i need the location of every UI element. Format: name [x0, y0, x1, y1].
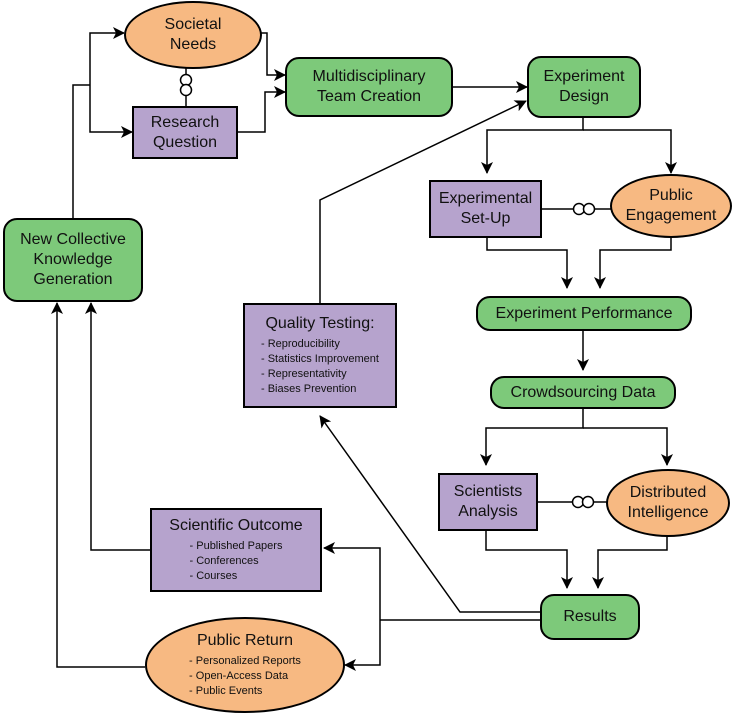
- distributed-intelligence-node: Distributed Intelligence: [606, 469, 730, 537]
- experiment-design-node: Experiment Design: [527, 56, 641, 118]
- societal-needs-label: Societal Needs: [164, 16, 222, 53]
- arrow-crowd-split-left: [480, 408, 584, 466]
- scientists-analysis-node: Scientists Analysis: [438, 473, 538, 531]
- arrow-outcome-to-knowledge: [85, 302, 150, 551]
- arrow-analysis-to-results: [485, 530, 573, 589]
- experimental-setup-node: Experimental Set-Up: [429, 180, 542, 238]
- arrow-results-to-outcome: [323, 542, 381, 620]
- scientific-outcome-item: - Courses: [189, 570, 238, 582]
- quality-testing-title: Quality Testing:: [265, 315, 375, 332]
- results-node: Results: [540, 594, 640, 640]
- connector-knowledge-up: [72, 84, 90, 218]
- experimental-setup-label: Experimental Set-Up: [438, 190, 533, 227]
- scientific-outcome-item: - Conferences: [189, 555, 259, 567]
- results-label: Results: [563, 608, 617, 625]
- arrow-public-return-to-knowledge: [51, 302, 145, 668]
- team-creation-node: Multidisciplinary Team Creation: [285, 57, 453, 117]
- team-creation-label: Multidisciplinary Team Creation: [312, 68, 426, 105]
- arrow-setup-to-performance: [486, 238, 573, 289]
- coupling-ring: [582, 202, 596, 216]
- arrow-question-to-team: [238, 86, 286, 133]
- public-return-title: Public Return: [196, 632, 294, 649]
- public-return-item: - Personalized Reports: [189, 655, 301, 667]
- arrow-quality-to-design: [319, 100, 527, 303]
- arrow-results-to-public-return: [344, 620, 381, 671]
- crowdsourcing-data-node: Crowdsourcing Data: [490, 376, 676, 409]
- coupling-ring: [581, 495, 595, 509]
- distributed-intelligence-label: Distributed Intelligence: [627, 484, 709, 521]
- arrow-to-research-question: [89, 85, 133, 138]
- public-return-list: - Personalized Reports - Open-Access Dat…: [189, 654, 301, 699]
- crowdsourcing-data-label: Crowdsourcing Data: [510, 383, 656, 401]
- public-return-item: - Open-Access Data: [189, 670, 289, 682]
- arrow-results-to-quality: [319, 415, 540, 613]
- research-question-node: Research Question: [132, 106, 238, 159]
- arrow-design-split-right: [583, 129, 677, 174]
- public-return-item: - Public Events: [189, 685, 263, 697]
- new-knowledge-label: New Collective Knowledge Generation: [20, 231, 126, 288]
- quality-testing-list: - Reproducibility - Statistics Improveme…: [261, 337, 379, 397]
- public-return-node: Public Return - Personalized Reports - O…: [145, 617, 345, 713]
- arrow-to-societal-needs: [89, 27, 125, 85]
- arrow-intelligence-to-results: [592, 535, 668, 589]
- arrow-crowd-split-right: [583, 427, 673, 466]
- experiment-performance-label: Experiment Performance: [495, 304, 673, 322]
- scientific-outcome-node: Scientific Outcome - Published Papers - …: [150, 508, 322, 592]
- arrow-needs-to-team: [260, 32, 286, 81]
- quality-testing-item: - Representativity: [261, 368, 347, 380]
- quality-testing-item: - Statistics Improvement: [261, 353, 379, 365]
- quality-testing-item: - Biases Prevention: [261, 383, 357, 395]
- quality-testing-node: Quality Testing: - Reproducibility - Sta…: [243, 303, 397, 408]
- scientific-outcome-title: Scientific Outcome: [169, 517, 303, 534]
- experiment-performance-node: Experiment Performance: [476, 296, 692, 331]
- new-knowledge-node: New Collective Knowledge Generation: [3, 218, 143, 302]
- scientists-analysis-label: Scientists Analysis: [453, 483, 523, 520]
- research-question-label: Research Question: [150, 113, 220, 151]
- coupling-ring: [179, 83, 193, 97]
- scientific-outcome-item: - Published Papers: [189, 540, 283, 552]
- arrow-design-split-left: [481, 117, 584, 174]
- arrow-engagement-to-performance: [594, 238, 672, 289]
- quality-testing-item: - Reproducibility: [261, 338, 340, 350]
- scientific-outcome-list: - Published Papers - Conferences - Cours…: [190, 539, 283, 584]
- experiment-design-label: Experiment Design: [543, 68, 625, 105]
- societal-needs-node: Societal Needs: [124, 1, 262, 69]
- public-engagement-node: Public Engagement: [610, 174, 732, 238]
- public-engagement-label: Public Engagement: [625, 187, 717, 224]
